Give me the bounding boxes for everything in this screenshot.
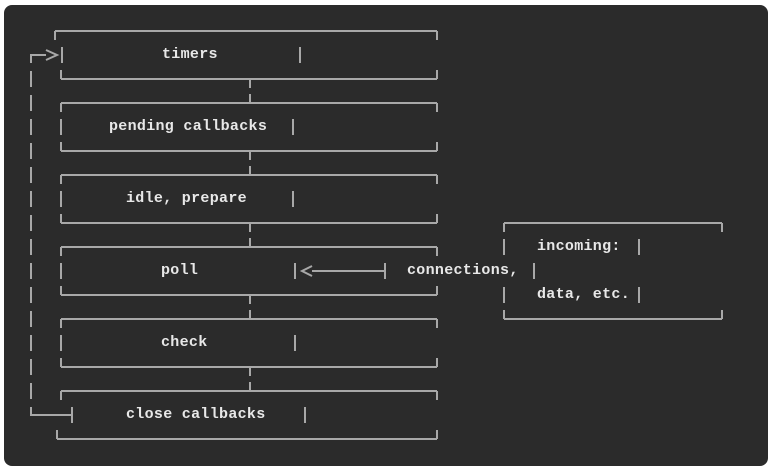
phase-label-idle-prepare: idle, prepare (126, 190, 247, 207)
phase-label-poll: poll (161, 262, 199, 279)
phase-box-borders (55, 30, 437, 440)
phase-label-check: check (161, 334, 208, 351)
code-block-panel (4, 5, 768, 466)
incoming-box-line-2: connections, (407, 262, 519, 279)
incoming-box-borders (384, 222, 723, 320)
phase-box-corner-stubs (54, 31, 438, 439)
incoming-box-line-3: data, etc. (537, 286, 631, 303)
phase-box-side-edges (60, 47, 306, 423)
incoming-box-line-1: incoming: (537, 238, 621, 255)
feedback-loop-line (30, 54, 73, 423)
phase-label-timers: timers (162, 46, 218, 63)
arrow-left-icon (299, 265, 313, 277)
arrow-right-icon (45, 49, 60, 61)
phase-label-pending-callbacks: pending callbacks (109, 118, 268, 135)
phase-label-close-callbacks: close callbacks (126, 406, 266, 423)
